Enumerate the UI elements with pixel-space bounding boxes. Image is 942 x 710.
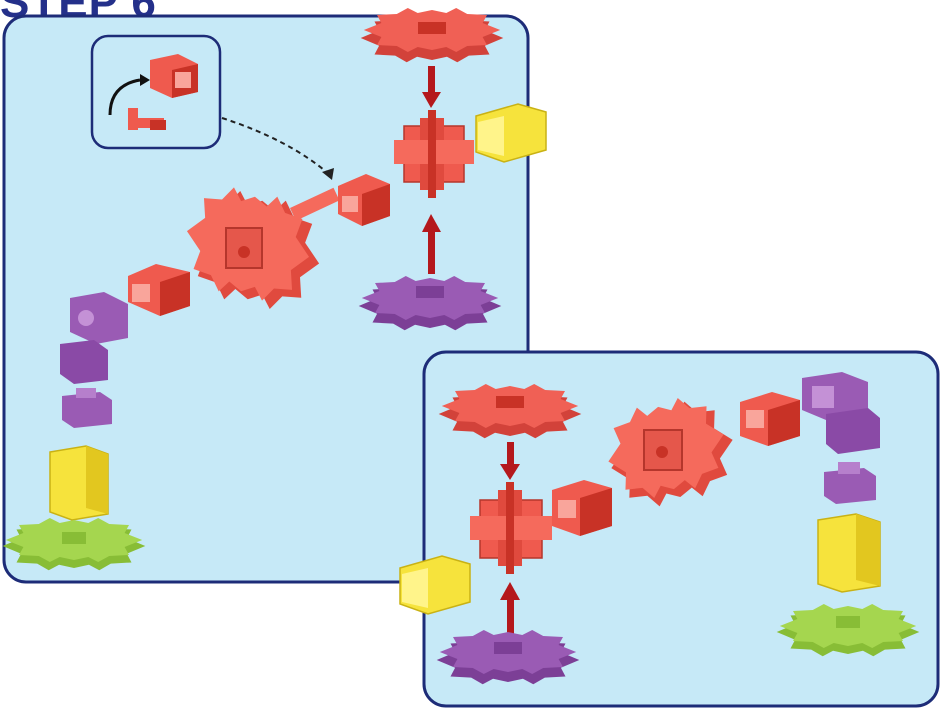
- connector-cube-icon: [128, 264, 190, 316]
- square-rod-icon: [817, 513, 881, 593]
- square-rod-icon: [49, 445, 109, 521]
- star-gear-icon: [436, 630, 580, 685]
- star-gear-icon: [360, 8, 504, 63]
- star-gear-icon: [438, 384, 582, 439]
- assembly-panel-a: [2, 8, 547, 584]
- connector-cube-icon: [338, 174, 390, 226]
- down-arrow-icon: [422, 66, 441, 108]
- square-rod-cap-icon: [62, 388, 112, 428]
- down-arrow-icon: [500, 442, 520, 480]
- cross-connector-icon: [470, 482, 552, 574]
- inset-box: [90, 34, 222, 150]
- square-rod-icon: [399, 555, 471, 615]
- star-gear-icon: [2, 518, 146, 571]
- connector-cube-icon: [150, 54, 198, 98]
- star-gear-icon: [358, 276, 502, 331]
- cross-connector-icon: [394, 110, 474, 198]
- up-arrow-icon: [422, 214, 441, 274]
- square-rod-icon: [475, 103, 547, 163]
- elbow-peg-icon: [128, 108, 166, 130]
- square-rod-cap-icon: [824, 462, 876, 504]
- assembly-panel-b: [399, 350, 940, 708]
- connector-cube-icon: [552, 480, 612, 536]
- rotate-arrow-icon: [108, 74, 150, 116]
- up-arrow-icon: [500, 582, 520, 636]
- gear-hub-icon: [179, 179, 340, 318]
- elbow-peg-icon: [60, 292, 128, 384]
- connector-cube-icon: [740, 392, 800, 446]
- elbow-peg-icon: [802, 372, 880, 454]
- star-gear-icon: [776, 604, 920, 657]
- gear-hub-icon: [599, 389, 742, 516]
